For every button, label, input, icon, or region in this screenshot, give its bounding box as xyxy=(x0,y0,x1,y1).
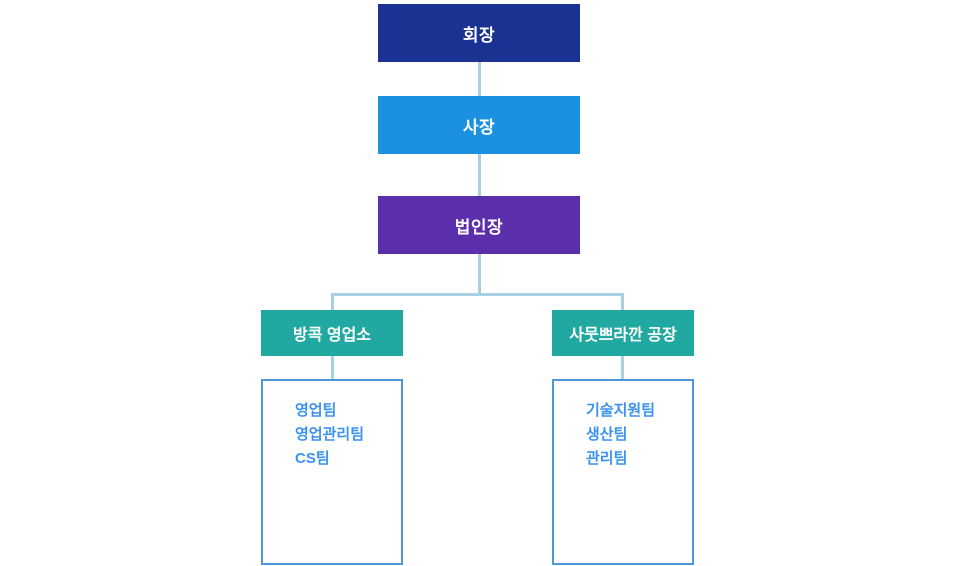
team-list-box-samut-prakan: 기술지원팀 생산팀 관리팀 xyxy=(552,379,694,565)
level-label-president: 사장 xyxy=(462,117,496,137)
connector-corporate-head-branches xyxy=(478,254,481,295)
level-label-corporate-head: 법인장 xyxy=(454,217,504,237)
team-list-item: CS팀 xyxy=(295,450,330,467)
level-label-chairman: 회장 xyxy=(462,25,496,45)
team-list-box-bangkok: 영업팀 영업관리팀 CS팀 xyxy=(261,379,403,565)
team-list-item: 영업관리팀 xyxy=(295,426,365,443)
level-box-chairman: 회장 xyxy=(378,4,580,62)
connector-branch-horizontal xyxy=(331,293,624,296)
connector-drop-samut-prakan xyxy=(621,293,624,310)
team-list-samut-prakan: 기술지원팀 생산팀 관리팀 xyxy=(586,399,682,471)
connector-president-corporate-head xyxy=(478,154,481,196)
branch-box-samut-prakan-factory: 사뭇쁘라깐 공장 xyxy=(552,310,694,356)
connector-drop-bangkok xyxy=(331,293,334,310)
team-list-item: 기술지원팀 xyxy=(586,402,656,419)
level-box-corporate-head: 법인장 xyxy=(378,196,580,254)
team-list-item: 관리팀 xyxy=(586,450,628,467)
connector-samut-prakan-team-list xyxy=(621,356,624,379)
team-list-item: 생산팀 xyxy=(586,426,628,443)
branch-box-bangkok-sales-office: 방콕 영업소 xyxy=(261,310,403,356)
level-box-president: 사장 xyxy=(378,96,580,154)
team-list-item: 영업팀 xyxy=(295,402,337,419)
connector-chairman-president xyxy=(478,62,481,96)
branch-label-samut-prakan-factory: 사뭇쁘라깐 공장 xyxy=(569,327,677,344)
team-list-bangkok: 영업팀 영업관리팀 CS팀 xyxy=(295,399,391,471)
branch-label-bangkok-sales-office: 방콕 영업소 xyxy=(292,327,372,344)
connector-bangkok-team-list xyxy=(331,356,334,379)
